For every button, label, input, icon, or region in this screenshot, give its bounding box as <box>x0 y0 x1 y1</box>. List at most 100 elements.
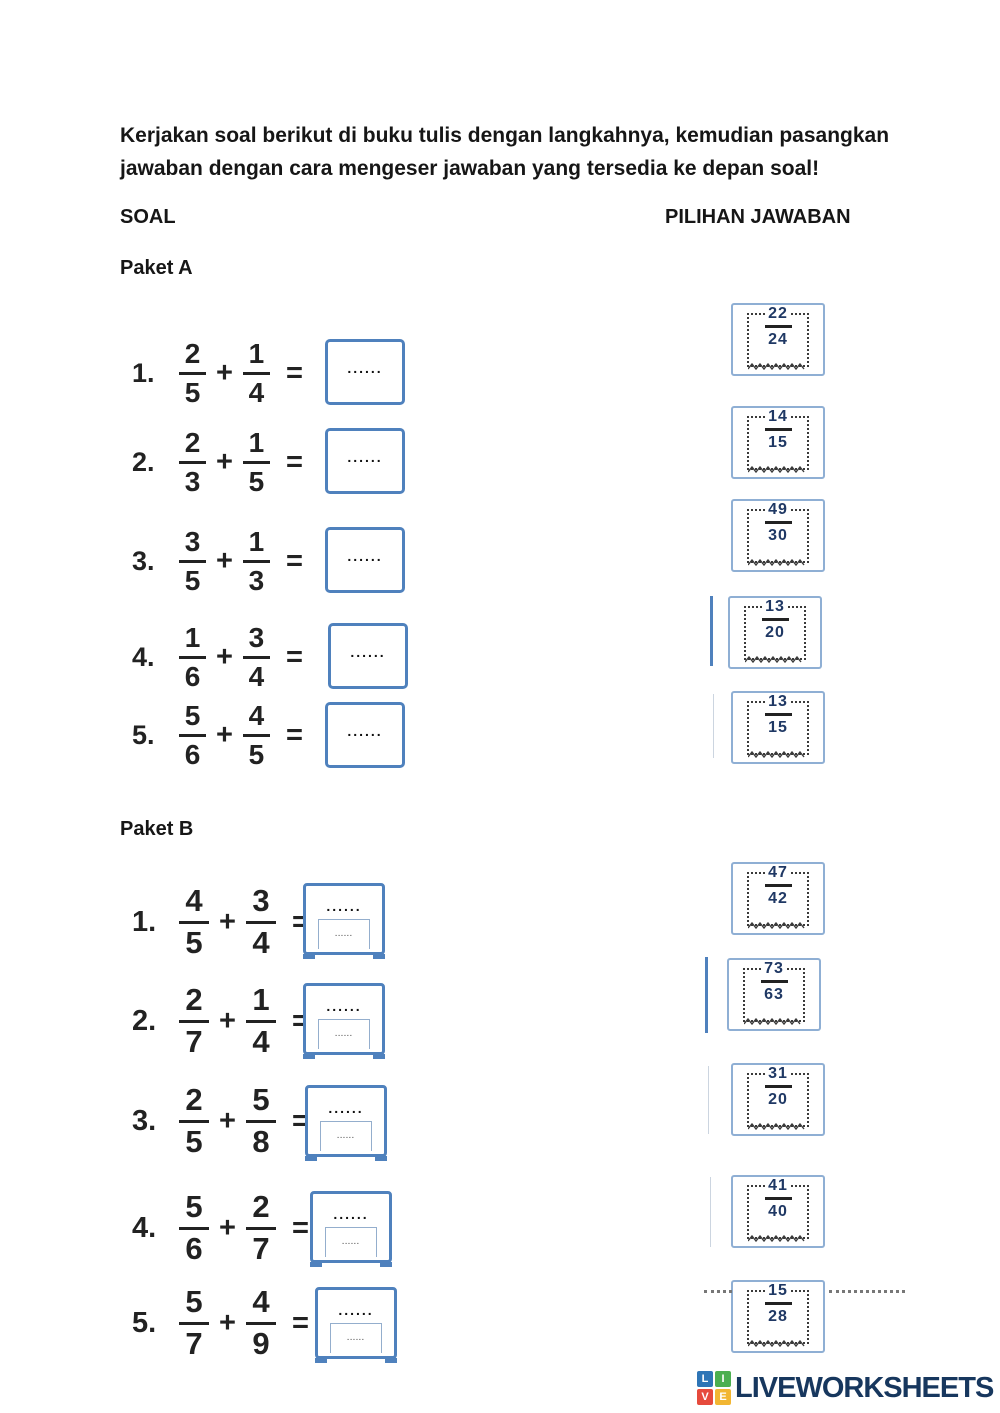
paket-a-label: Paket A <box>120 257 193 279</box>
problem-number: 2. <box>132 1004 157 1037</box>
fraction-bar <box>179 920 209 924</box>
problem-number: 3. <box>132 1104 157 1137</box>
fraction-bar <box>764 520 792 524</box>
problem-number: 1. <box>132 357 155 388</box>
zigzag-line <box>748 558 805 566</box>
fraction-bar <box>761 617 789 621</box>
fraction-bar <box>242 460 270 464</box>
fraction-denominator: 5 <box>184 376 201 408</box>
fraction-bar <box>245 920 276 924</box>
inner-dropzone[interactable]: ...... <box>318 1019 370 1049</box>
zigzag-line <box>744 1017 801 1025</box>
plus-sign: + <box>216 718 233 751</box>
plus-sign: + <box>219 905 236 938</box>
inner-dropzone[interactable]: ...... <box>318 919 370 949</box>
fraction-bar <box>242 559 270 563</box>
option-numerator: 49 <box>766 500 790 518</box>
inner-placeholder: ...... <box>342 1239 360 1246</box>
fraction-bar <box>179 371 206 375</box>
faint-guide-line <box>708 1066 709 1134</box>
plus-sign: + <box>216 544 233 577</box>
problem-number: 5. <box>132 1306 157 1339</box>
answer-dropzone[interactable]: ...... <box>325 428 405 494</box>
answer-dropzone[interactable]: ...... <box>325 527 405 593</box>
inner-placeholder: ...... <box>347 1335 365 1342</box>
problem-number: 5. <box>132 719 155 750</box>
fraction-denominator: 4 <box>252 924 270 960</box>
answer-dropzone[interactable]: ...... <box>325 339 405 405</box>
equals-sign: = <box>285 640 303 673</box>
option-numerator: 15 <box>766 1281 790 1299</box>
option-denominator: 42 <box>768 889 788 907</box>
zigzag-line <box>748 1122 805 1130</box>
plus-sign: + <box>219 1004 236 1037</box>
option-numerator: 47 <box>766 863 790 881</box>
fraction-numerator: 2 <box>252 1188 270 1224</box>
answer-dropzone[interactable]: ...... <box>328 623 408 689</box>
fraction-numerator: 1 <box>248 526 265 558</box>
fraction-denominator: 5 <box>185 924 203 960</box>
fraction-numerator: 3 <box>252 882 270 918</box>
dropzone-placeholder: ...... <box>347 449 383 465</box>
fraction-numerator: 2 <box>184 427 201 459</box>
problem-number: 3. <box>132 545 155 576</box>
dropzone-placeholder: ...... <box>338 1301 374 1318</box>
option-denominator: 30 <box>768 526 788 544</box>
selection-bar <box>705 957 708 1033</box>
problem-number: 1. <box>132 905 157 938</box>
answer-dropzone[interactable]: ............ <box>315 1287 397 1363</box>
equals-sign: = <box>291 1104 309 1137</box>
fraction-numerator: 2 <box>184 338 201 370</box>
option-denominator: 15 <box>768 433 788 451</box>
inner-placeholder: ...... <box>335 1031 353 1038</box>
inner-dropzone[interactable]: ...... <box>325 1227 377 1257</box>
answer-dropzone[interactable]: ............ <box>303 883 385 959</box>
equals-sign: = <box>285 544 303 577</box>
fraction-numerator: 1 <box>248 338 265 370</box>
liveworksheets-logo: L I V E LIVEWORKSHEETS <box>697 1371 994 1405</box>
dropzone-placeholder: ...... <box>347 723 383 739</box>
problem-number: 4. <box>132 1211 157 1244</box>
inner-dropzone[interactable]: ...... <box>330 1323 382 1353</box>
fraction-denominator: 7 <box>185 1023 203 1059</box>
fraction-bar <box>242 371 270 375</box>
fraction-denominator: 4 <box>248 660 265 692</box>
answer-dropzone[interactable]: ............ <box>303 983 385 1059</box>
option-denominator: 20 <box>765 623 785 641</box>
zigzag-line <box>748 1234 805 1242</box>
inner-dropzone[interactable]: ...... <box>320 1121 372 1151</box>
answer-dropzone[interactable]: ............ <box>310 1191 392 1267</box>
answer-dropzone[interactable]: ...... <box>325 702 405 768</box>
zigzag-line <box>748 362 805 370</box>
answer-dropzone[interactable]: ............ <box>305 1085 387 1161</box>
fraction-bar <box>245 1226 276 1230</box>
problem-number: 4. <box>132 641 155 672</box>
fraction-denominator: 8 <box>252 1123 270 1159</box>
fraction-bar <box>245 1019 276 1023</box>
